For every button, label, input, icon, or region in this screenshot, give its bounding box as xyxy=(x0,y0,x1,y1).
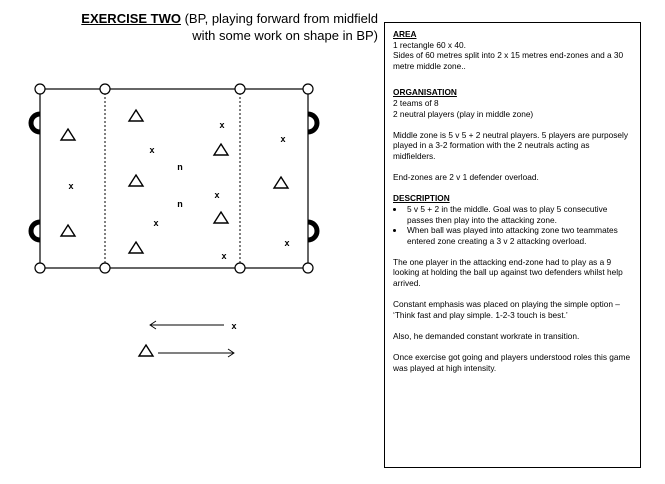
organisation-line: 2 teams of 8 xyxy=(393,97,439,108)
description-heading: DESCRIPTION xyxy=(393,193,450,204)
description-paragraph: The one player in the attacking end-zone… xyxy=(393,256,623,289)
x-player: x xyxy=(280,134,285,144)
triangle-player xyxy=(59,127,77,141)
triangle-player xyxy=(272,175,290,189)
description-paragraph: Constant emphasis was placed on playing … xyxy=(393,299,620,320)
neutral-player: n xyxy=(177,199,183,209)
triangle-player xyxy=(127,108,145,122)
legend-triangle xyxy=(137,343,155,357)
triangle-player xyxy=(127,173,145,187)
x-player: x xyxy=(153,218,158,228)
triangle-player xyxy=(59,223,77,237)
organisation-heading: ORGANISATION xyxy=(393,87,457,98)
x-player: x xyxy=(284,238,289,248)
exercise-title: EXERCISE TWO (BP, playing forward from m… xyxy=(60,10,378,44)
x-player: x xyxy=(214,190,219,200)
x-player: x xyxy=(221,251,226,261)
legend-x: x xyxy=(231,321,236,331)
cone-marker xyxy=(234,262,246,274)
pitch-outline xyxy=(39,88,309,269)
area-line: Sides of 60 metres split into 2 x 15 met… xyxy=(393,50,624,71)
cone-marker xyxy=(99,262,111,274)
title-subtitle-2: with some work on shape in BP) xyxy=(192,28,378,43)
description-paragraph: Also, he demanded constant workrate in t… xyxy=(393,331,580,342)
area-heading: AREA xyxy=(393,29,417,39)
x-player: x xyxy=(219,120,224,130)
x-player: x xyxy=(149,145,154,155)
cone-marker xyxy=(302,262,314,274)
exercise-number: EXERCISE TWO xyxy=(81,11,181,26)
title-subtitle-1: (BP, playing forward from midfield xyxy=(180,11,378,26)
pitch-diagram: x x x x x x x x n n x xyxy=(28,83,320,358)
arrow-head-icon xyxy=(149,320,157,330)
description-paragraph: Once exercise got going and players unde… xyxy=(393,352,631,373)
triangle-player xyxy=(212,142,230,156)
cone-marker xyxy=(302,83,314,95)
description-bullet: When ball was played into attacking zone… xyxy=(405,225,632,246)
description-bullet: 5 v 5 + 2 in the middle. Goal was to pla… xyxy=(405,204,632,225)
organisation-paragraph: Middle zone is 5 v 5 + 2 neutral players… xyxy=(393,129,628,161)
neutral-player: n xyxy=(177,162,183,172)
triangle-player xyxy=(127,240,145,254)
goal-marker xyxy=(307,219,320,243)
notes-panel: AREA 1 rectangle 60 x 40. Sides of 60 me… xyxy=(384,22,641,468)
triangle-player xyxy=(212,210,230,224)
goal-marker xyxy=(28,111,41,135)
description-list: 5 v 5 + 2 in the middle. Goal was to pla… xyxy=(393,204,632,246)
organisation-line: 2 neutral players (play in middle zone) xyxy=(393,108,534,119)
arrow-head-icon xyxy=(227,348,235,358)
cone-marker xyxy=(34,83,46,95)
x-player: x xyxy=(68,181,73,191)
cone-marker xyxy=(99,83,111,95)
organisation-paragraph: End-zones are 2 v 1 defender overload. xyxy=(393,172,539,183)
goal-marker xyxy=(28,219,41,243)
cone-marker xyxy=(34,262,46,274)
cone-marker xyxy=(234,83,246,95)
goal-marker xyxy=(307,111,320,135)
area-line: 1 rectangle 60 x 40. xyxy=(393,39,466,50)
